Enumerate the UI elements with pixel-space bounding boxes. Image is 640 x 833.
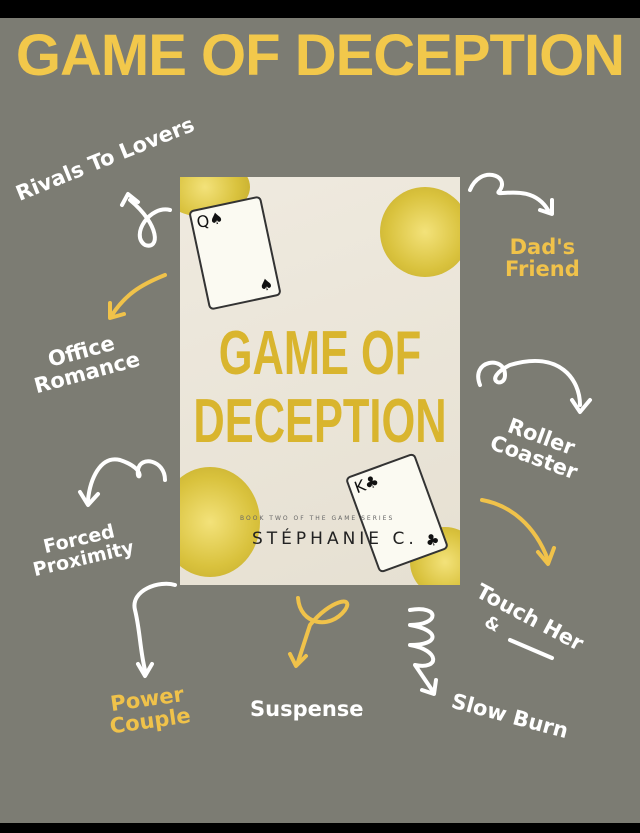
flower-decoration [380,187,460,277]
book-cover: Q♠♠ K♣♣ GAME OF DECEPTION BOOK TWO OF TH… [180,177,460,585]
arrowhead-icon [538,198,554,216]
blank-line [508,638,554,660]
book-title-line1: GAME OF [218,319,422,388]
arrowhead-icon [536,546,556,566]
arrow-icon [110,273,167,317]
arrowhead-icon [78,490,100,507]
arrowhead-icon [120,192,140,207]
loop-arrow-icon [86,457,167,502]
curve-arrow-icon [132,581,177,672]
loop-arrow-icon [476,358,582,407]
arrowhead-icon [570,398,592,414]
poster-title: GAME OF DECEPTION [15,23,625,88]
label-line: Dad's [509,235,576,259]
spiral-arrow-icon [408,607,436,692]
loop-arrow-icon [468,172,550,212]
loop-arrow-icon [296,596,350,664]
arrowhead-icon [420,678,438,696]
book-author: STÉPHANIE C. [252,529,418,549]
trope-suspense: Suspense [250,697,364,721]
arrow-icon [480,498,550,562]
arrowhead-icon [288,652,308,668]
loop-arrow-icon [128,198,172,248]
flower-decoration [180,467,260,577]
book-series: BOOK TWO OF THE GAME SERIES [240,515,395,522]
label-line: Friend [505,257,580,282]
arrowhead-icon [136,662,154,678]
book-title-line2: DECEPTION [193,387,447,456]
arrowhead-icon [108,301,126,320]
